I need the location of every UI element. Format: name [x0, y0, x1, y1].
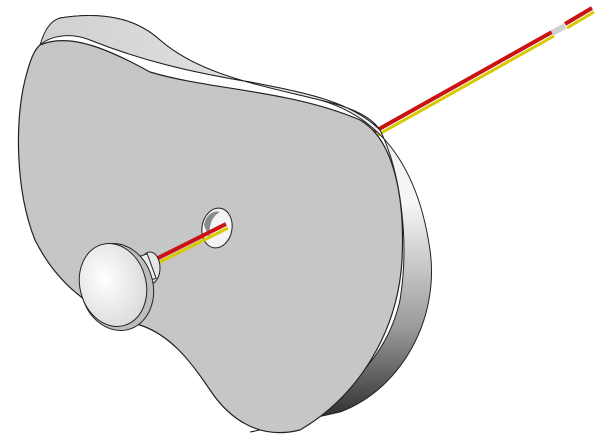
- slab-top: [39, 15, 381, 131]
- push-button: [78, 242, 155, 332]
- wire-inner: [149, 222, 229, 268]
- wire-outer: [371, 6, 595, 139]
